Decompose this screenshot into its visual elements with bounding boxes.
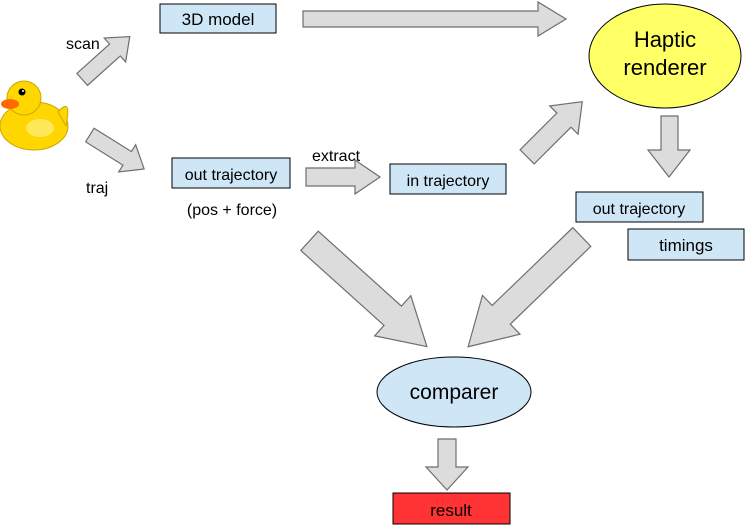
in-trajectory-label: in trajectory xyxy=(407,173,490,190)
arrow-extract xyxy=(305,158,382,196)
in-trajectory-box xyxy=(389,163,507,195)
arrow-duck-to-out-trajectory xyxy=(84,127,145,173)
arrow-out-trajectory-to-comparer xyxy=(299,230,428,348)
comparer-ellipse xyxy=(376,356,532,428)
comparer-label: comparer xyxy=(410,381,499,404)
haptic-renderer-ellipse xyxy=(588,3,742,109)
result-box xyxy=(392,492,511,525)
haptic-renderer-label-line2: renderer xyxy=(623,55,706,80)
out-trajectory-right-label: out trajectory xyxy=(593,201,685,218)
rubber-duck-icon xyxy=(0,80,69,151)
out-trajectory-left-box xyxy=(171,157,291,189)
timings-box xyxy=(627,228,745,261)
arrow-in-trajectory-to-renderer xyxy=(519,101,583,165)
timings-label: timings xyxy=(659,236,713,255)
arrow-renderer-output-to-comparer xyxy=(467,226,592,348)
out-trajectory-right-box xyxy=(575,191,704,223)
arrow-comparer-to-result xyxy=(424,438,470,491)
traj-label: traj xyxy=(86,180,108,197)
extract-label: extract xyxy=(312,148,361,165)
arrow-duck-to-model xyxy=(76,35,131,87)
model-3d-label: 3D model xyxy=(182,10,255,29)
pos-force-label: (pos + force) xyxy=(187,202,277,219)
arrow-renderer-to-out-trajectory xyxy=(646,115,692,178)
out-trajectory-left-label: out trajectory xyxy=(185,167,277,184)
result-label: result xyxy=(430,501,472,520)
model-3d-box xyxy=(159,3,277,34)
arrow-model-to-renderer xyxy=(302,0,568,38)
scan-label: scan xyxy=(66,36,100,53)
haptic-renderer-label-line1: Haptic xyxy=(634,27,696,52)
